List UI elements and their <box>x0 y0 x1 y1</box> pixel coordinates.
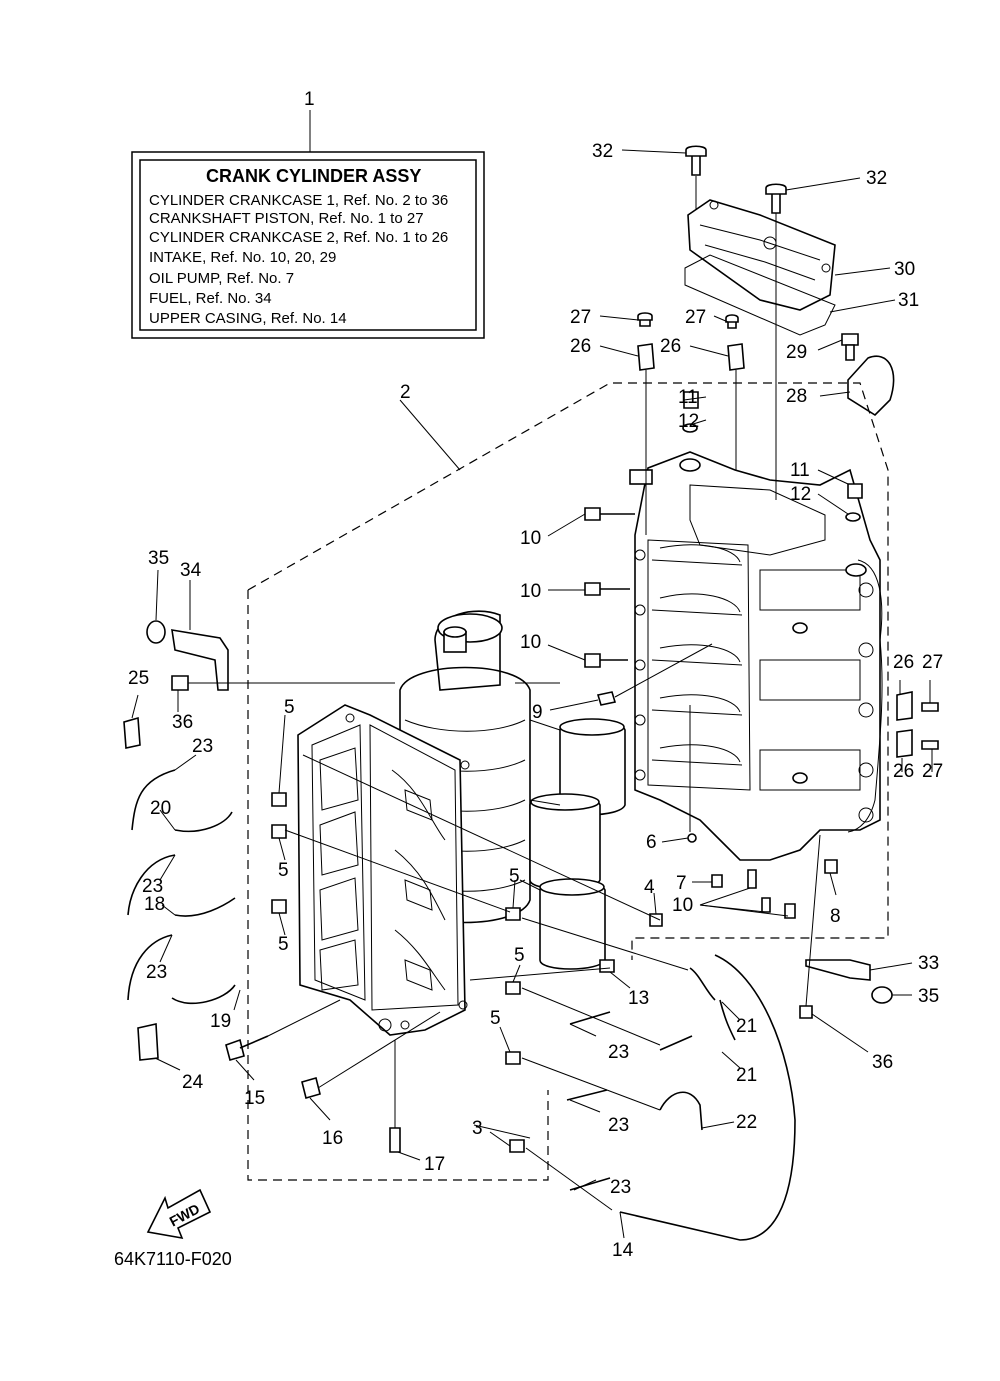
callout-27: 27 <box>570 307 591 328</box>
callout-27: 27 <box>922 761 943 782</box>
callout-18: 18 <box>144 894 165 915</box>
callout-2: 2 <box>400 382 411 403</box>
callout-10: 10 <box>520 632 541 653</box>
callout-30: 30 <box>894 259 915 280</box>
callout-31: 31 <box>898 290 919 311</box>
crankshaft-cylinders <box>399 610 626 970</box>
callout-34: 34 <box>180 560 202 581</box>
title-box-line-5: OIL PUMP, Ref. No. 7 <box>149 270 294 287</box>
callout-11: 11 <box>678 387 698 408</box>
callout-29: 29 <box>786 342 807 363</box>
callout-5: 5 <box>509 866 520 887</box>
callout-35: 35 <box>148 548 169 569</box>
callout-23: 23 <box>146 962 167 983</box>
callout-23: 23 <box>608 1042 629 1063</box>
callout-23: 23 <box>608 1115 629 1136</box>
callout-27: 27 <box>685 307 706 328</box>
title-box-line-2: CRANKSHAFT PISTON, Ref. No. 1 to 27 <box>149 210 424 227</box>
callout-23: 23 <box>142 876 163 897</box>
callout-10: 10 <box>520 581 541 602</box>
callout-5: 5 <box>284 697 295 718</box>
title-box-line-6: FUEL, Ref. No. 34 <box>149 290 272 307</box>
callout-36: 36 <box>172 712 193 733</box>
callout-9: 9 <box>532 702 543 723</box>
callout-7: 7 <box>676 873 687 894</box>
callout-21: 21 <box>736 1065 757 1086</box>
callout-20: 20 <box>150 798 171 819</box>
callout-32: 32 <box>866 168 887 189</box>
crankcase-cover <box>297 704 470 1036</box>
callouts: 2 3 4 5 5 5 5 5 5 6 7 8 9 10 10 10 10 11… <box>128 141 943 1261</box>
callout-26: 26 <box>570 336 591 357</box>
fwd-arrow-icon: FWD <box>146 1188 212 1240</box>
diagram-code: 64K7110-F020 <box>114 1249 232 1269</box>
callout-8: 8 <box>830 906 841 927</box>
small-parts <box>123 312 939 1241</box>
callout-22: 22 <box>736 1112 757 1133</box>
top-cover-parts <box>684 145 836 500</box>
callout-21: 21 <box>736 1016 757 1037</box>
callout-35: 35 <box>918 986 939 1007</box>
crankcase-block <box>629 451 883 861</box>
callout-36: 36 <box>872 1052 893 1073</box>
callout-26: 26 <box>893 761 914 782</box>
callout-10: 10 <box>672 895 693 916</box>
title-box: 1 CRANK CYLINDER ASSY CYLINDER CRANKCASE… <box>131 89 485 339</box>
callout-26: 26 <box>893 652 914 673</box>
callout-10: 10 <box>520 528 541 549</box>
callout-17: 17 <box>424 1154 445 1175</box>
callout-23: 23 <box>192 736 213 757</box>
title-box-line-3: CYLINDER CRANKCASE 2, Ref. No. 1 to 26 <box>149 229 448 246</box>
callout-27: 27 <box>922 652 943 673</box>
assembly-boundary <box>247 382 889 1181</box>
callout-13: 13 <box>628 988 649 1009</box>
title-box-line-7: UPPER CASING, Ref. No. 14 <box>149 310 347 327</box>
callout-5: 5 <box>278 934 289 955</box>
title-box-line-1: CYLINDER CRANKCASE 1, Ref. No. 2 to 36 <box>149 192 448 209</box>
callout-1: 1 <box>304 89 315 110</box>
callout-14: 14 <box>612 1240 634 1261</box>
callout-12: 12 <box>678 411 699 432</box>
callout-4: 4 <box>644 877 655 898</box>
callout-5: 5 <box>514 945 525 966</box>
callout-6: 6 <box>646 832 657 853</box>
callout-19: 19 <box>210 1011 231 1032</box>
callout-24: 24 <box>182 1072 204 1093</box>
callout-12: 12 <box>790 484 811 505</box>
callout-32: 32 <box>592 141 613 162</box>
callout-5: 5 <box>490 1008 501 1029</box>
callout-25: 25 <box>128 668 149 689</box>
callout-5: 5 <box>278 860 289 881</box>
title-box-line-4: INTAKE, Ref. No. 10, 20, 29 <box>149 249 336 266</box>
callout-11: 11 <box>790 460 810 481</box>
callout-26: 26 <box>660 336 681 357</box>
callout-33: 33 <box>918 953 939 974</box>
callout-3: 3 <box>472 1118 483 1139</box>
callout-leaders <box>131 149 933 1239</box>
callout-23: 23 <box>610 1177 631 1198</box>
callout-15: 15 <box>244 1088 265 1109</box>
callout-28: 28 <box>786 386 807 407</box>
callout-16: 16 <box>322 1128 343 1149</box>
title-box-heading: CRANK CYLINDER ASSY <box>206 166 421 186</box>
